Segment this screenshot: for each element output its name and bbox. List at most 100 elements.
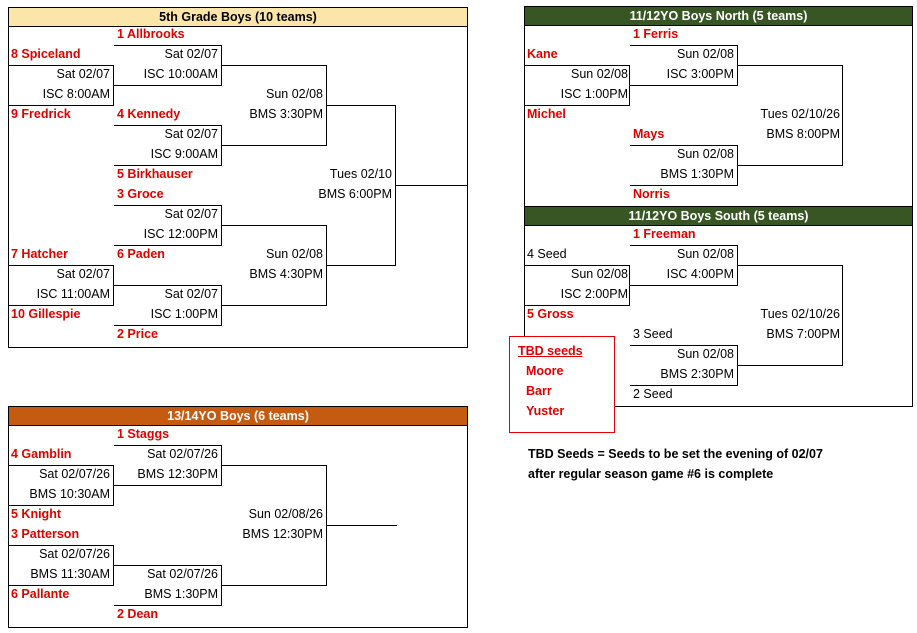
game-date: Sun 02/08 <box>677 247 734 261</box>
line <box>326 265 396 266</box>
team-mays: Mays <box>633 127 665 141</box>
line <box>114 605 222 606</box>
line <box>8 105 114 106</box>
team-gross: 5 Gross <box>527 307 574 321</box>
line <box>8 585 114 586</box>
game-date: Sat 02/07/26 <box>39 467 110 481</box>
bracket-south-title: 11/12YO Boys South (5 teams) <box>524 206 913 226</box>
game-time: BMS 12:30PM <box>137 467 218 481</box>
game-time: BMS 1:30PM <box>660 167 734 181</box>
team-dean: 2 Dean <box>117 607 158 621</box>
game-time: BMS 2:30PM <box>660 367 734 381</box>
game-date: Sun 02/08 <box>571 267 628 281</box>
bracket-north-title: 11/12YO Boys North (5 teams) <box>524 6 913 26</box>
line <box>630 85 738 86</box>
game-date: Sun 02/08 <box>266 87 323 101</box>
team-price: 2 Price <box>117 327 159 341</box>
game-time: BMS 1:30PM <box>144 587 218 601</box>
game-date: Sat 02/07/26 <box>39 547 110 561</box>
line <box>8 505 114 506</box>
game-time: ISC 11:00AM <box>36 287 110 301</box>
game-date: Sat 02/07 <box>164 47 218 61</box>
team-fredrick: 9 Fredrick <box>11 107 71 121</box>
team-birkhauser: 5 Birkhauser <box>117 167 193 181</box>
game-date: Sat 02/07/26 <box>147 447 218 461</box>
line <box>221 585 327 586</box>
line <box>221 225 327 226</box>
line <box>842 65 843 166</box>
game-date: Sun 02/08 <box>677 347 734 361</box>
line <box>630 245 738 246</box>
line <box>8 65 114 66</box>
note-line-1: TBD Seeds = Seeds to be set the evening … <box>528 447 823 461</box>
team-paden: 6 Paden <box>117 247 165 261</box>
game-time: ISC 3:00PM <box>666 67 734 81</box>
line <box>630 345 738 346</box>
game-date: Sat 02/07 <box>164 127 218 141</box>
line <box>114 205 222 206</box>
team-spiceland: 8 Spiceland <box>11 47 81 61</box>
game-time: BMS 11:30AM <box>30 567 110 581</box>
team-freeman: 1 Freeman <box>633 227 696 241</box>
line <box>8 465 114 466</box>
line <box>395 185 468 186</box>
game-time: BMS 8:00PM <box>766 127 840 141</box>
line <box>113 65 114 106</box>
game-time: ISC 1:00PM <box>150 307 218 321</box>
line <box>842 265 843 366</box>
game-time: BMS 12:30PM <box>242 527 323 541</box>
line <box>114 565 222 566</box>
line <box>114 45 222 46</box>
team-patterson: 3 Patterson <box>11 527 80 541</box>
game-date: Tues 02/10 <box>329 167 392 181</box>
game-time: ISC 10:00AM <box>143 67 218 81</box>
team-kennedy: 4 Kennedy <box>117 107 181 121</box>
game-date: Sun 02/08 <box>677 147 734 161</box>
team-gamblin: 4 Gamblin <box>11 447 72 461</box>
game-time: BMS 6:00PM <box>318 187 392 201</box>
team-kane: Kane <box>527 47 558 61</box>
team-gillespie: 10 Gillespie <box>11 307 81 321</box>
line <box>221 145 327 146</box>
game-time: ISC 8:00AM <box>42 87 110 101</box>
line <box>113 465 114 506</box>
line <box>113 545 114 586</box>
tbd-team-moore: Moore <box>526 364 564 378</box>
team-ferris: 1 Ferris <box>633 27 679 41</box>
game-time: BMS 10:30AM <box>29 487 110 501</box>
line <box>524 265 630 266</box>
line <box>114 445 222 446</box>
line <box>326 105 396 106</box>
game-date: Sun 02/08 <box>571 67 628 81</box>
line <box>221 305 327 306</box>
line <box>630 45 738 46</box>
game-date: Sat 02/07/26 <box>147 567 218 581</box>
line <box>630 385 738 386</box>
line <box>737 365 843 366</box>
line <box>8 305 114 306</box>
line <box>113 265 114 306</box>
game-time: ISC 4:00PM <box>666 267 734 281</box>
game-time: BMS 4:30PM <box>249 267 323 281</box>
game-time: BMS 3:30PM <box>249 107 323 121</box>
line <box>114 485 222 486</box>
tbd-seeds-box: TBD seeds Moore Barr Yuster <box>509 336 615 433</box>
game-date: Sat 02/07 <box>164 287 218 301</box>
game-date: Sun 02/08/26 <box>248 507 323 521</box>
line <box>524 65 630 66</box>
game-time: ISC 9:00AM <box>150 147 218 161</box>
game-time: ISC 2:00PM <box>560 287 628 301</box>
line <box>114 245 222 246</box>
line <box>114 85 222 86</box>
game-time: ISC 1:00PM <box>560 87 628 101</box>
tbd-seeds-title: TBD seeds <box>518 344 583 358</box>
team-allbrooks: 1 Allbrooks <box>117 27 185 41</box>
game-date: Sun 02/08 <box>266 247 323 261</box>
line <box>221 65 327 66</box>
line <box>114 165 222 166</box>
line <box>524 305 630 306</box>
seed-3: 3 Seed <box>633 327 673 341</box>
line <box>629 265 630 306</box>
bracket-5th-grade-title: 5th Grade Boys (10 teams) <box>8 7 468 27</box>
line <box>221 465 327 466</box>
